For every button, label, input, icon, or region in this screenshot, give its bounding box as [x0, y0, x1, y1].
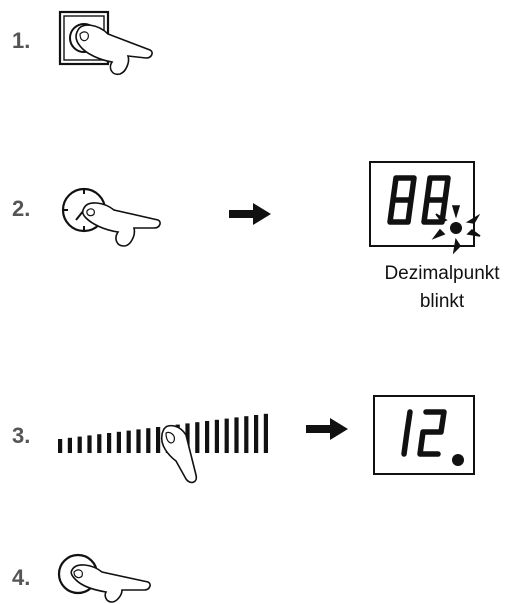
slider-tick [136, 429, 141, 453]
finger-icon [70, 564, 151, 603]
slider-tick [156, 427, 161, 453]
display-step3 [373, 395, 475, 475]
step-4-number: 4. [12, 565, 31, 590]
slider-tick [107, 433, 112, 453]
power-button-icon [58, 10, 153, 76]
slider-tick [244, 416, 249, 453]
caption-line-1: Dezimalpunkt [384, 263, 500, 284]
slider-tick [214, 419, 219, 453]
slider-tick [116, 431, 121, 453]
slider-tick [195, 422, 200, 453]
slider-tick [126, 430, 131, 453]
slider-tick [254, 415, 259, 453]
slider-tick [67, 437, 72, 453]
display-digits-12 [401, 409, 447, 457]
slider-tick [205, 421, 210, 453]
slider-tick [224, 418, 229, 453]
timer-clock-icon [61, 187, 161, 247]
display-digits-88 [387, 175, 451, 225]
finger-icon [160, 424, 198, 484]
step-1-number: 1. [12, 28, 31, 53]
finger-icon [81, 202, 161, 247]
slider-tick [77, 436, 82, 453]
blinking-decimal-point-icon [431, 205, 481, 255]
round-button-icon [57, 553, 151, 603]
slider-tick [146, 428, 151, 453]
slider-tick [87, 435, 92, 453]
slider-tick [234, 417, 239, 453]
finger-icon [75, 24, 153, 76]
arrow-right-icon [229, 203, 271, 225]
step-3-number: 3. [12, 423, 31, 448]
slider-bar-icon [58, 413, 268, 484]
caption-decimal-point: Dezimalpunkt blinkt [372, 263, 512, 313]
slider-tick [97, 434, 102, 453]
caption-line-2: blinkt [419, 291, 465, 312]
slider-tick [263, 413, 268, 453]
step-2-number: 2. [12, 196, 31, 221]
decimal-point-icon [452, 454, 464, 466]
slider-tick [58, 439, 63, 453]
display-step2 [369, 161, 481, 255]
arrow-right-icon [306, 418, 348, 440]
